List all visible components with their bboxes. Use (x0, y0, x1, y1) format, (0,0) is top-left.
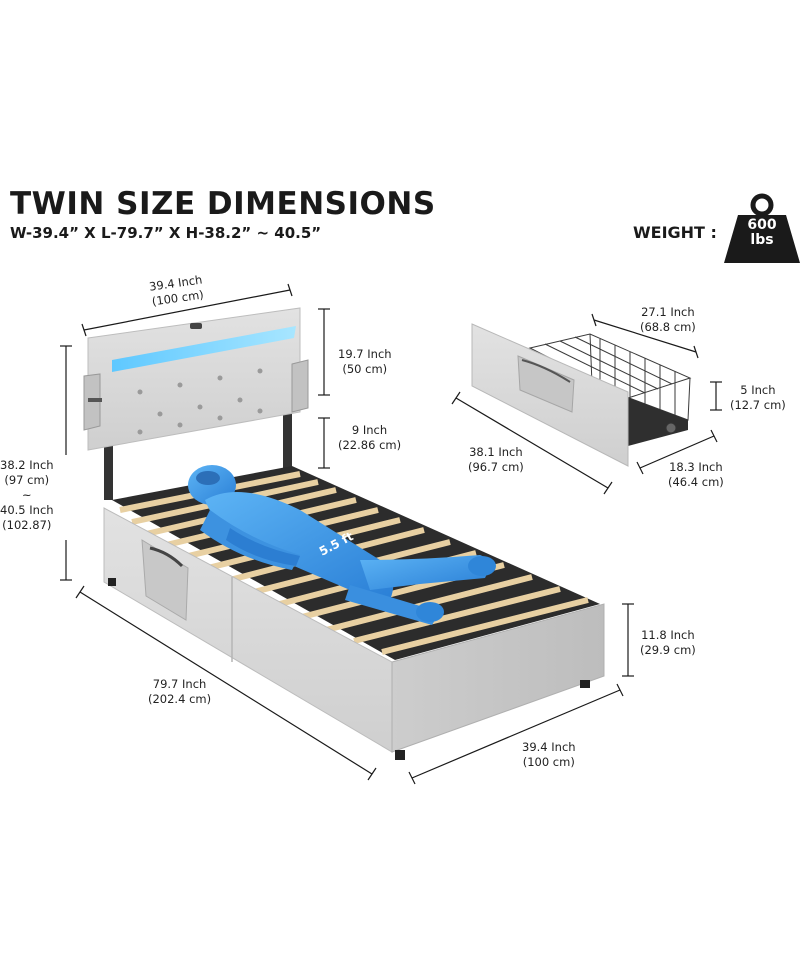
headboard-post-right (283, 410, 292, 470)
bed-foot-rail (391, 603, 605, 753)
foot-width-label: 39.4 Inch (100 cm) (522, 740, 576, 769)
dimensions-summary: W-39.4” X L-79.7” X H-38.2” ~ 40.5” (10, 224, 322, 242)
weight-label: WEIGHT : (633, 223, 717, 242)
drawer-front-width-label: 38.1 Inch (96.7 cm) (468, 445, 524, 474)
drawer-wire-basket (528, 333, 692, 441)
figure-mannequin (188, 465, 496, 625)
bed (83, 307, 605, 760)
headboard-height-label: 19.7 Inch (50 cm) (338, 347, 392, 376)
headboard (83, 307, 309, 451)
drawer-height-label: 5 Inch (12.7 cm) (730, 383, 786, 412)
usb-port (190, 323, 202, 329)
weight-value: 600 lbs (724, 218, 800, 248)
length-label: 79.7 Inch (202.4 cm) (148, 677, 212, 706)
page-title: TWIN SIZE DIMENSIONS (10, 186, 436, 222)
dimension-lines (60, 283, 722, 785)
frame-height-label: 11.8 Inch (29.9 cm) (640, 628, 696, 657)
weight-number: 600 (747, 217, 777, 233)
drawer (471, 323, 692, 467)
weight-icon (724, 193, 800, 263)
headboard-gap-label: 9 Inch (22.86 cm) (338, 423, 402, 452)
weight-unit: lbs (750, 232, 774, 248)
total-height-label: 38.2 Inch (97 cm) ~ 40.5 Inch (102.87) (0, 458, 54, 532)
drawer-length-label: 27.1 Inch (68.8 cm) (640, 305, 696, 334)
led-strip (112, 326, 296, 372)
tufting-buttons (137, 368, 263, 435)
drawer-depth-label: 18.3 Inch (46.4 cm) (668, 460, 724, 489)
headboard-post-left (104, 420, 113, 500)
